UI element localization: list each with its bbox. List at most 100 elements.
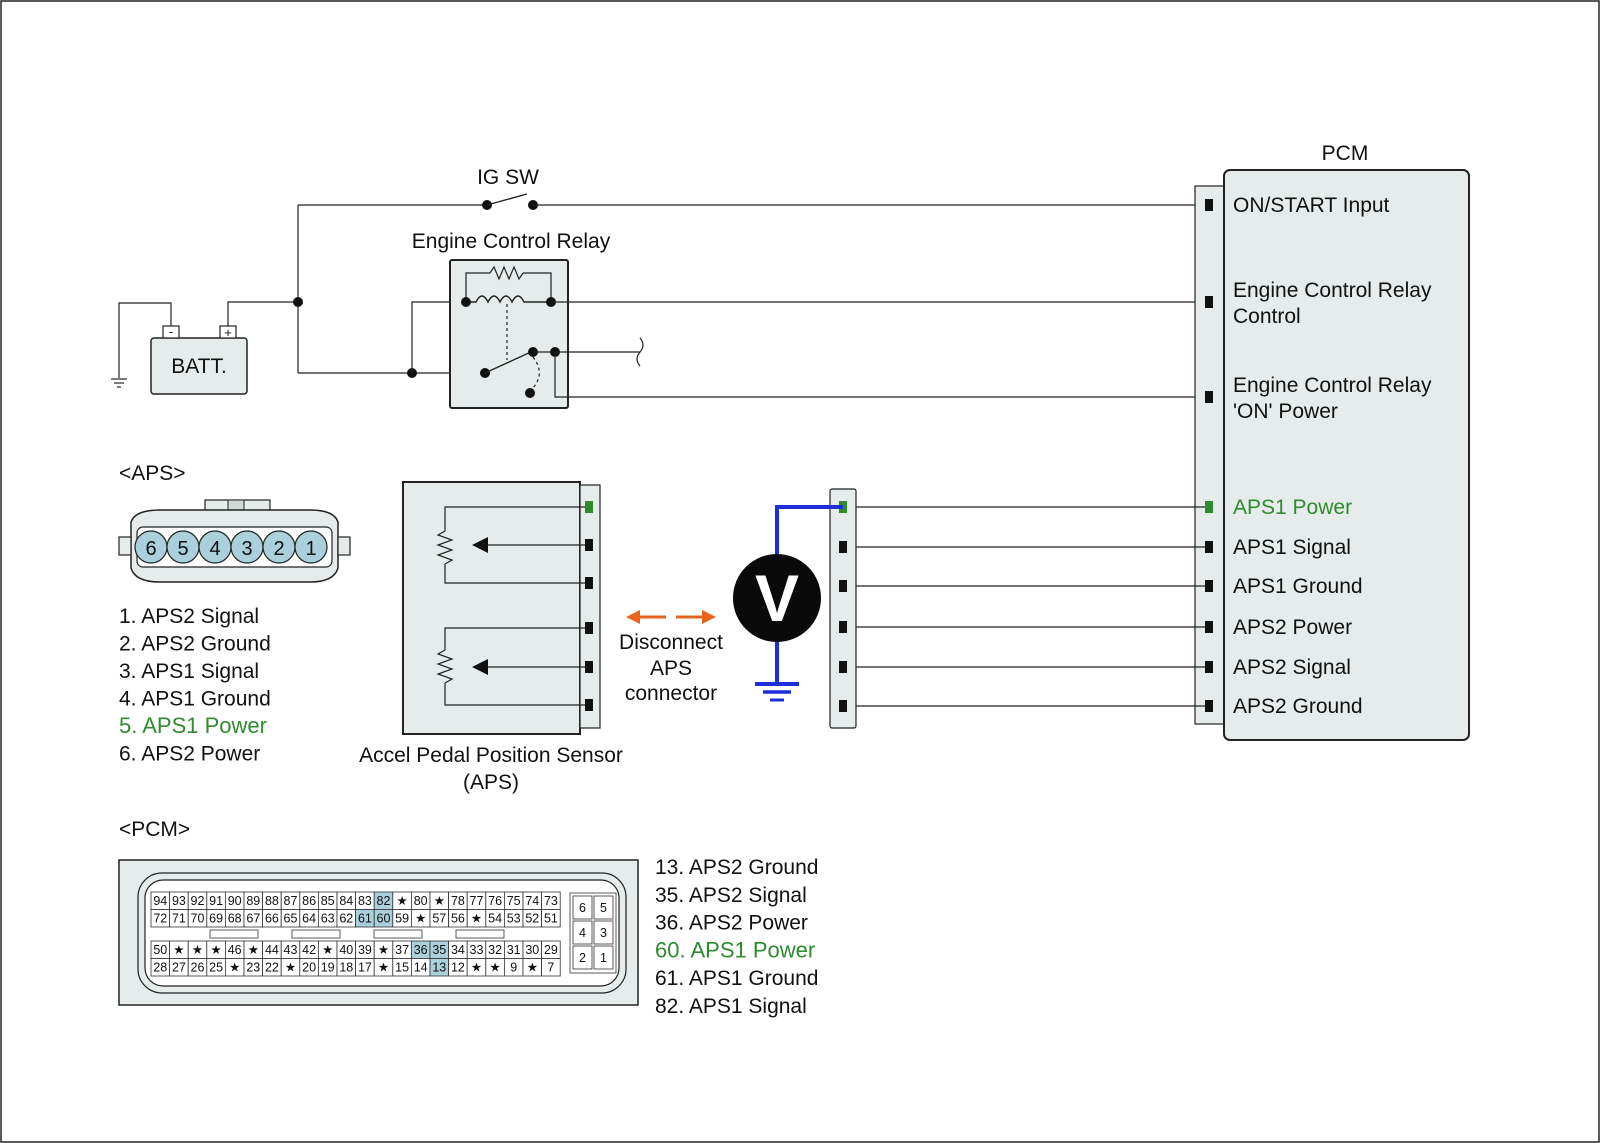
pcm-pin-terminal (1205, 621, 1213, 633)
aps-pin-list-item: 2. APS2 Ground (119, 633, 271, 656)
pcm-connector-pin-number: 64 (302, 912, 316, 926)
relay-coil (466, 295, 551, 304)
harness-pin (839, 700, 847, 712)
pcm-connector-pin-number: 94 (153, 894, 167, 908)
pcm-connector-pin-number: 19 (321, 961, 335, 975)
pcm-connector-pin-number: 23 (246, 961, 260, 975)
aps-pin-number: 1 (305, 538, 316, 560)
pcm-connector-pin-number: 31 (507, 943, 521, 957)
voltmeter: V (733, 505, 843, 702)
pcm-pin-label-line2: Control (1233, 305, 1301, 328)
pcm-connector-pin-number: 17 (358, 961, 372, 975)
voltmeter-symbol: V (755, 561, 799, 635)
battery-pos-label: + (224, 325, 232, 340)
pcm-connector-pin-number: 93 (172, 894, 186, 908)
pcm-connector-pin-number: 43 (284, 943, 298, 957)
pcm-connector-pin-number: ★ (285, 961, 296, 975)
pcm-pin-label: Engine Control Relay (1233, 374, 1432, 397)
pcm-connector-pin-number: ★ (248, 943, 259, 957)
pcm-connector-pin-number: ★ (489, 961, 500, 975)
pcm-connector-pin-number: 80 (414, 894, 428, 908)
pcm-connector-pin-number: ★ (471, 912, 482, 926)
pcm-connector-pin-number: 68 (228, 912, 242, 926)
pcm-connector-pin-number: 73 (544, 894, 558, 908)
pcm-connector-pin-number: 36 (414, 943, 428, 957)
pcm-connector-pin-number: ★ (434, 894, 445, 908)
pcm-connector-pin-number: 51 (544, 912, 558, 926)
pcm-connector-pin-number: 35 (432, 943, 446, 957)
pcm-connector-title: <PCM> (119, 818, 190, 841)
pcm-connector-pin-number: ★ (471, 961, 482, 975)
relay-contact-blade (484, 350, 534, 374)
aps-pin-number: 4 (209, 538, 220, 560)
pcm-connector-pin-number: 29 (544, 943, 558, 957)
pcm-connector-pin-number: 89 (246, 894, 260, 908)
aps-pin-number: 6 (145, 538, 156, 560)
pcm-connector-pin-number: 34 (451, 943, 465, 957)
disconnect-line1: Disconnect (619, 631, 723, 654)
connector-key-tab (373, 929, 423, 939)
pcm-connector-pin-number: 86 (302, 894, 316, 908)
pcm-connector-pin-number: 65 (284, 912, 298, 926)
sensor-pin (585, 661, 593, 673)
pcm-connector-pin-number: 67 (246, 912, 260, 926)
pcm-connector-pin-number: 40 (339, 943, 353, 957)
battery-label: BATT. (171, 355, 227, 378)
pcm-side-pin-number: 5 (600, 901, 607, 915)
pcm-side-pin (593, 945, 614, 970)
harness-pin (839, 541, 847, 553)
pcm-connector-pin-number: 76 (488, 894, 502, 908)
lower-potentiometer (436, 649, 454, 684)
pcm-connector-pin-number: 32 (488, 943, 502, 957)
pcm-connector-pin-number: 69 (209, 912, 223, 926)
harness-pin (839, 580, 847, 592)
pcm-side-pin (572, 945, 593, 970)
pcm-connector-pin-number: ★ (378, 961, 389, 975)
relay-label: Engine Control Relay (412, 230, 611, 253)
wire-break-symbol (636, 337, 644, 367)
pcm-pin-terminal (1205, 199, 1213, 211)
pcm-connector-pin-number: 20 (302, 961, 316, 975)
pcm-pin-label: APS1 Signal (1233, 536, 1351, 559)
aps-pin-number: 3 (241, 538, 252, 560)
pcm-connector-pin-number: 33 (470, 943, 484, 957)
pcm-connector-pin-number: 84 (339, 894, 353, 908)
pcm-connector-pin-number: 46 (228, 943, 242, 957)
pcm-connector-pin-number: 66 (265, 912, 279, 926)
harness-connector (829, 488, 857, 729)
pcm-side-pin-number: 3 (600, 926, 607, 940)
pcm-connector-pin-number: 26 (191, 961, 205, 975)
pcm-connector-pin-number: 72 (153, 912, 167, 926)
pcm-connector-pin-number: ★ (396, 894, 407, 908)
pcm-connector-pin-number: 54 (488, 912, 502, 926)
pcm-connector-pin-number: 13 (432, 961, 446, 975)
pcm-pin-list-item: 35. APS2 Signal (655, 884, 807, 907)
pcm-connector-pin-number: ★ (192, 943, 203, 957)
pcm-connector-pin-number: 85 (321, 894, 335, 908)
pcm-connector-pin-number: 61 (358, 912, 372, 926)
pcm-side-pin-number: 6 (579, 901, 586, 915)
connector-key-tab (209, 929, 259, 939)
harness-pin (839, 661, 847, 673)
pcm-connector-pin-number: 74 (525, 894, 539, 908)
pcm-side-pin-number: 4 (579, 926, 586, 940)
pcm-connector-pin-number: 15 (395, 961, 409, 975)
sensor-pin (585, 577, 593, 589)
connector-key-tab (455, 929, 505, 939)
aps-pin-list-item: 1. APS2 Signal (119, 605, 259, 628)
aps-pin-list-item: 5. APS1 Power (119, 713, 267, 738)
pcm-connector-pin-number: 42 (302, 943, 316, 957)
pcm-connector-pin-number: 92 (191, 894, 205, 908)
pcm-pin-label: Engine Control Relay (1233, 279, 1432, 302)
pcm-pin-label: ON/START Input (1233, 194, 1390, 217)
relay-resistor (489, 265, 524, 281)
pcm-connector-pin-number: ★ (378, 943, 389, 957)
pcm-connector-pin-number: 57 (432, 912, 446, 926)
pcm-pin-terminal (1205, 661, 1213, 673)
pcm-side-pin (593, 895, 614, 920)
disconnect-arrows (626, 610, 716, 624)
